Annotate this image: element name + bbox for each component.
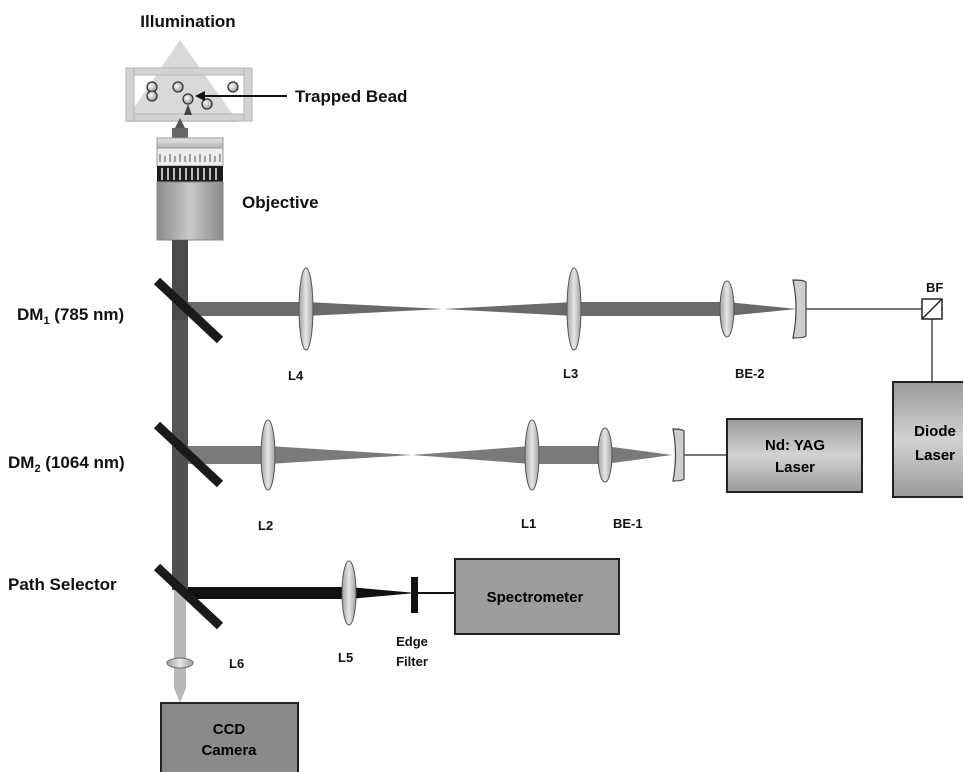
lens-l3 [566, 267, 582, 351]
bead-icon [201, 98, 213, 110]
sample-chamber [125, 67, 253, 122]
bf-beam-splitter [921, 298, 943, 320]
diode-label-line2: Laser [915, 447, 955, 464]
lens-l2 [260, 419, 276, 491]
ndyag-label-line1: Nd: YAG [765, 437, 825, 454]
l6-label: L6 [229, 656, 244, 671]
ndyag-label-line2: Laser [775, 459, 815, 476]
beam-1064nm-path [188, 446, 727, 464]
be2-label: BE-2 [735, 366, 765, 381]
dm1-mirror [153, 277, 224, 344]
lens-l5 [341, 560, 357, 626]
dm2-mirror [153, 421, 224, 488]
be1-label: BE-1 [613, 516, 643, 531]
trapped-bead-arrow [195, 91, 287, 101]
dm2-label: DM2 (1064 nm) [8, 453, 125, 475]
bead-icon [146, 90, 158, 102]
spectrometer-label: Spectrometer [487, 589, 584, 606]
ccd-camera-box [160, 702, 299, 772]
lens-l6 [166, 657, 194, 669]
beam-to-spectrometer [188, 587, 455, 599]
objective-label: Objective [242, 193, 319, 212]
lens-be2 [719, 280, 735, 338]
edge-filter-label-line2: Filter [396, 654, 428, 669]
lens-be1-diverging [672, 428, 685, 482]
bead-icon [172, 81, 184, 93]
dm1-label: DM1 (785 nm) [17, 305, 124, 327]
trapped-bead-label: Trapped Bead [295, 87, 407, 106]
edge-filter-block [411, 577, 418, 613]
l2-label: L2 [258, 518, 273, 533]
ccd-label-line2: Camera [201, 742, 257, 759]
lens-l1 [524, 419, 540, 491]
lens-be1 [597, 427, 613, 483]
trap-focus-icon [184, 104, 192, 115]
l1-label: L1 [521, 516, 536, 531]
objective-lens [156, 118, 224, 241]
trapped-bead-icon [182, 93, 194, 105]
illumination-prism [124, 40, 238, 122]
beam-785nm-path [188, 302, 933, 382]
path-selector-mirror [153, 563, 224, 630]
beam-dm1-to-dm2 [172, 320, 188, 440]
bead-icon [227, 81, 239, 93]
illumination-label: Illumination [140, 12, 235, 31]
l3-label: L3 [563, 366, 578, 381]
lens-l4 [298, 267, 314, 351]
spectrometer-box [454, 558, 620, 635]
lens-be2-diverging [792, 279, 807, 339]
beam-objective-to-dm1 [172, 240, 188, 330]
ndyag-laser-box [726, 418, 863, 493]
beam-dm2-to-path-selector [172, 440, 188, 590]
l4-label: L4 [288, 368, 304, 383]
path-selector-label: Path Selector [8, 575, 117, 594]
l5-label: L5 [338, 650, 353, 665]
ccd-label-line1: CCD [213, 721, 246, 738]
beads [146, 81, 239, 115]
edge-filter-label-line1: Edge [396, 634, 428, 649]
diode-label-line1: Diode [914, 423, 956, 440]
bf-label: BF [926, 280, 943, 295]
beam-to-ccd [174, 590, 186, 703]
diode-laser-box [892, 381, 963, 498]
